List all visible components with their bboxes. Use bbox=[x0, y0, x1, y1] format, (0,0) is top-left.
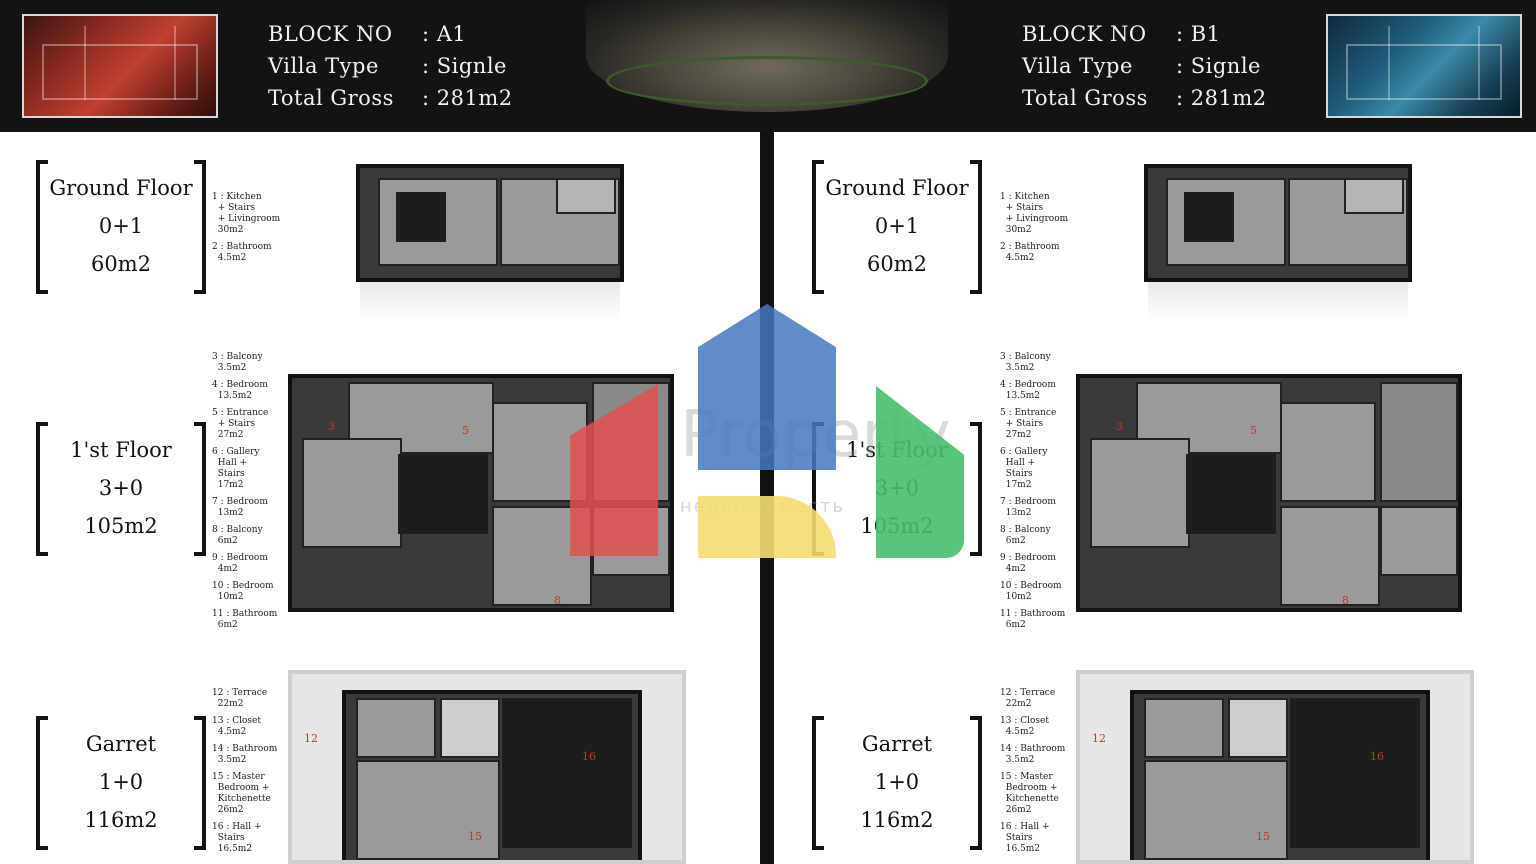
garret-plan: 12 16 15 bbox=[288, 670, 686, 864]
villa-render-thumbnail-b1 bbox=[1326, 14, 1522, 118]
total-gross-label: Total Gross bbox=[268, 86, 394, 110]
center-divider bbox=[760, 132, 774, 864]
first-floor-label: 1'st Floor 3+0 105m2 bbox=[36, 422, 206, 556]
garret-label: Garret 1+0 116m2 bbox=[36, 716, 206, 850]
ground-floor-plan bbox=[356, 164, 624, 282]
block-b1-info: BLOCK NO : B1 Villa Type : Signle Total Gr… bbox=[1022, 18, 1267, 114]
first-floor-plan: 3 5 8 bbox=[288, 374, 674, 612]
aerial-site-render bbox=[586, 0, 948, 112]
ground-floor-label: Ground Floor 0+1 60m2 bbox=[36, 160, 206, 294]
header-banner: BLOCK NO : A1 Villa Type : Signle Total Gr… bbox=[0, 0, 1536, 132]
block-a1-info: BLOCK NO : A1 Villa Type : Signle Total Gr… bbox=[268, 18, 513, 114]
total-gross-value: : 281m2 bbox=[1176, 86, 1267, 110]
first-floor-label-b1: 1'st Floor 3+0 105m2 bbox=[812, 422, 982, 556]
total-gross-label: Total Gross bbox=[1022, 86, 1148, 110]
garret-plan-b1: 12 16 15 bbox=[1076, 670, 1474, 864]
block-no-label: BLOCK NO bbox=[268, 22, 393, 46]
garret-label-b1: Garret 1+0 116m2 bbox=[812, 716, 982, 850]
villa-render-thumbnail-a1 bbox=[22, 14, 218, 118]
villa-type-label: Villa Type bbox=[268, 54, 379, 78]
villa-type-label: Villa Type bbox=[1022, 54, 1133, 78]
block-no-label: BLOCK NO bbox=[1022, 22, 1147, 46]
block-no-value: : B1 bbox=[1176, 22, 1221, 46]
ground-floor-plan-b1 bbox=[1144, 164, 1412, 282]
villa-type-value: : Signle bbox=[1176, 54, 1261, 78]
first-floor-plan-b1: 3 5 8 bbox=[1076, 374, 1462, 612]
total-gross-value: : 281m2 bbox=[422, 86, 513, 110]
ground-floor-label-b1: Ground Floor 0+1 60m2 bbox=[812, 160, 982, 294]
villa-type-value: : Signle bbox=[422, 54, 507, 78]
block-no-value: : A1 bbox=[422, 22, 467, 46]
